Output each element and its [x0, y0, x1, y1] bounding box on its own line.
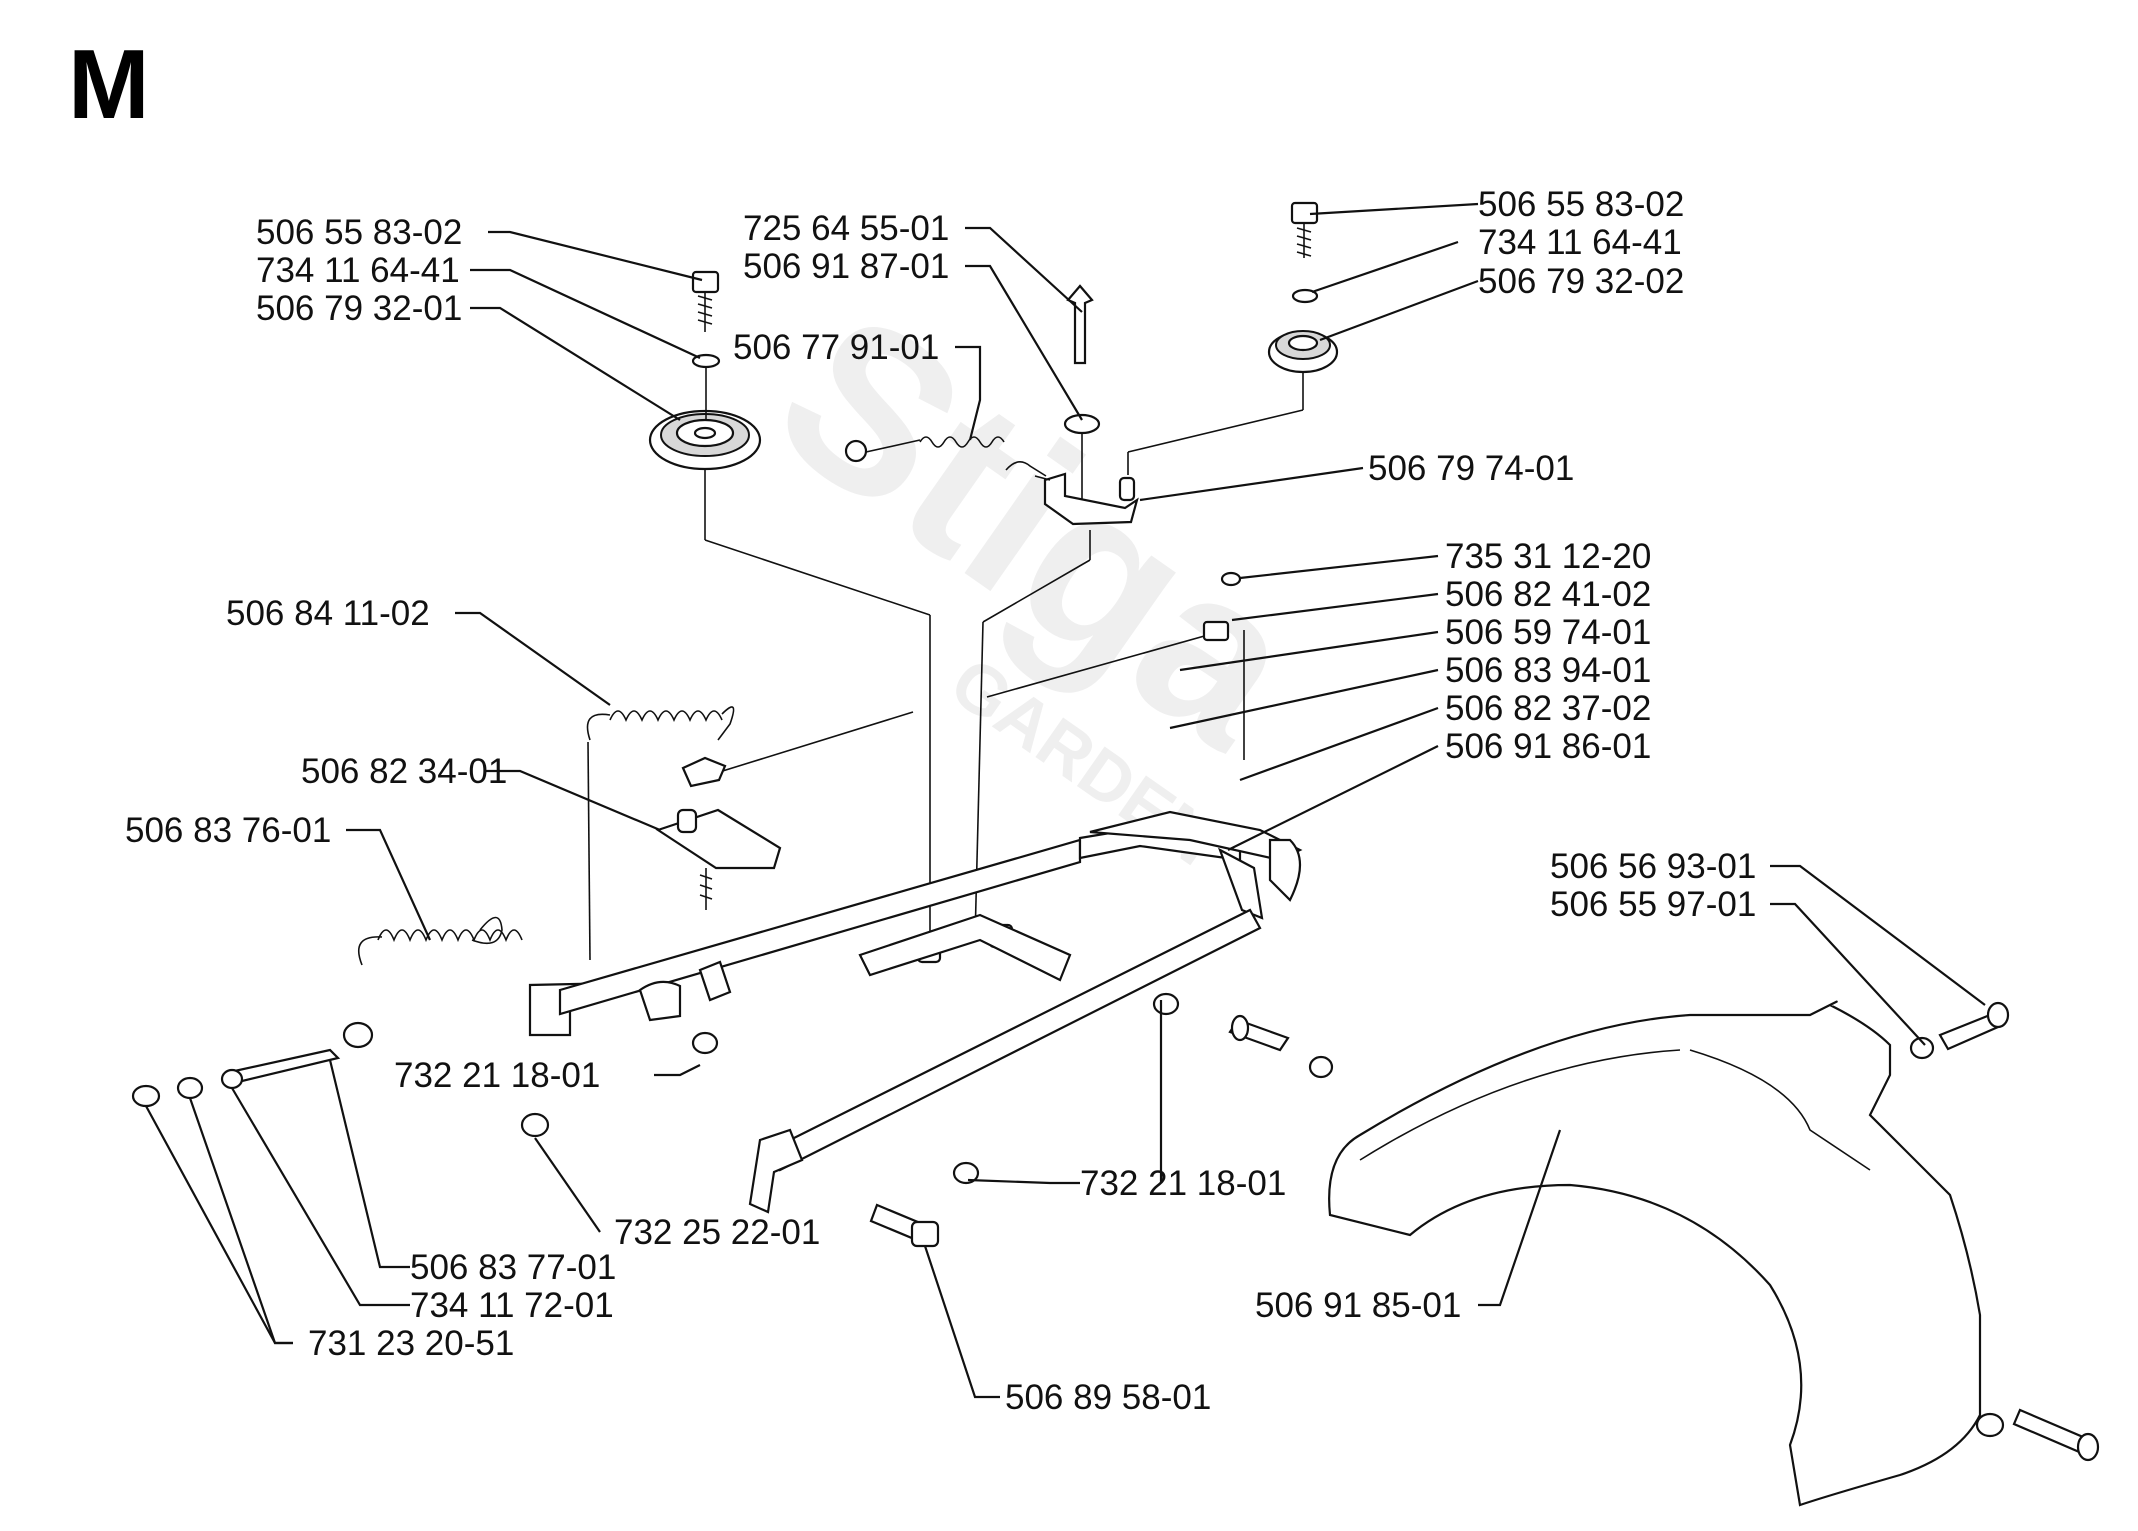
- part-label: 506 59 74-01: [1445, 613, 1651, 652]
- bolt-head-icon: [691, 270, 720, 294]
- part-label: 506 82 37-02: [1445, 689, 1651, 728]
- leader-lines: [145, 202, 1986, 1399]
- part-label: 506 79 32-02: [1478, 262, 1684, 301]
- part-label: 506 79 74-01: [1368, 449, 1574, 488]
- screw-icon: [1066, 284, 1094, 365]
- spring-icon: [609, 710, 723, 722]
- washer-icon: [1975, 1412, 2005, 1438]
- section-letter: M: [68, 29, 150, 139]
- part-label: 506 55 83-02: [1478, 185, 1684, 224]
- bracket-icon: [1043, 472, 1139, 526]
- part-label: 734 11 64-41: [1478, 223, 1682, 262]
- part-label: 506 84 11-02: [226, 594, 430, 633]
- part-label: 725 64 55-01: [743, 209, 949, 248]
- part-label: 732 25 22-01: [614, 1213, 820, 1252]
- nut-icon: [952, 1161, 980, 1185]
- spring-icon: [377, 929, 523, 943]
- part-label: 731 23 20-51: [308, 1324, 514, 1363]
- part-label: 506 83 76-01: [125, 811, 331, 850]
- part-number-labels: 506 55 83-02 734 11 64-41 506 79 32-01 7…: [125, 185, 1756, 1417]
- clip-icon: [1220, 571, 1242, 587]
- washer-icon: [220, 1068, 244, 1090]
- washer-icon: [1909, 1036, 1935, 1060]
- part-label: 506 55 83-02: [256, 213, 462, 252]
- part-label: 506 83 94-01: [1445, 651, 1651, 690]
- washer-icon: [1291, 288, 1319, 304]
- bushing-icon: [520, 1112, 550, 1138]
- part-label: 734 11 64-41: [256, 251, 460, 290]
- nut-icon: [176, 1076, 204, 1100]
- nut-icon: [131, 1084, 161, 1108]
- part-label: 506 82 34-01: [301, 752, 507, 791]
- threaded-rod-icon: [228, 1048, 341, 1084]
- plate-icon: [655, 808, 782, 870]
- cable-assembly: [681, 571, 1245, 788]
- lower-spring-assembly: [131, 916, 523, 1108]
- part-label: 734 11 72-01: [410, 1286, 614, 1325]
- part-label: 506 77 91-01: [733, 328, 939, 367]
- washer-icon: [1063, 413, 1101, 435]
- part-label: 506 91 85-01: [1255, 1286, 1461, 1325]
- part-label: 506 55 97-01: [1550, 885, 1756, 924]
- main-frame: [520, 810, 1303, 1248]
- upper-spring: [586, 706, 735, 961]
- part-label: 735 31 12-20: [1445, 537, 1651, 576]
- washer-icon: [1308, 1055, 1334, 1079]
- part-label: 506 82 41-02: [1445, 575, 1651, 614]
- part-label: 732 21 18-01: [1080, 1164, 1286, 1203]
- front-cover: [1228, 1000, 2100, 1507]
- right-pulley-assembly: [1127, 201, 1339, 475]
- part-label: 506 91 87-01: [743, 247, 949, 286]
- part-label: 506 91 86-01: [1445, 727, 1651, 766]
- small-plate: [655, 808, 782, 910]
- part-label: 506 56 93-01: [1550, 847, 1756, 886]
- part-label: 732 21 18-01: [394, 1056, 600, 1095]
- idler-bracket-assembly: [844, 284, 1139, 941]
- parts-drawing: [131, 201, 2100, 1507]
- spring-icon: [919, 436, 1005, 448]
- part-label: 506 83 77-01: [410, 1248, 616, 1287]
- part-label: 506 79 32-01: [256, 289, 462, 328]
- nut-icon: [1152, 992, 1180, 1016]
- part-label: 506 89 58-01: [1005, 1378, 1211, 1417]
- nut-icon: [691, 1031, 719, 1055]
- cover-shell-icon: [1328, 1000, 1982, 1507]
